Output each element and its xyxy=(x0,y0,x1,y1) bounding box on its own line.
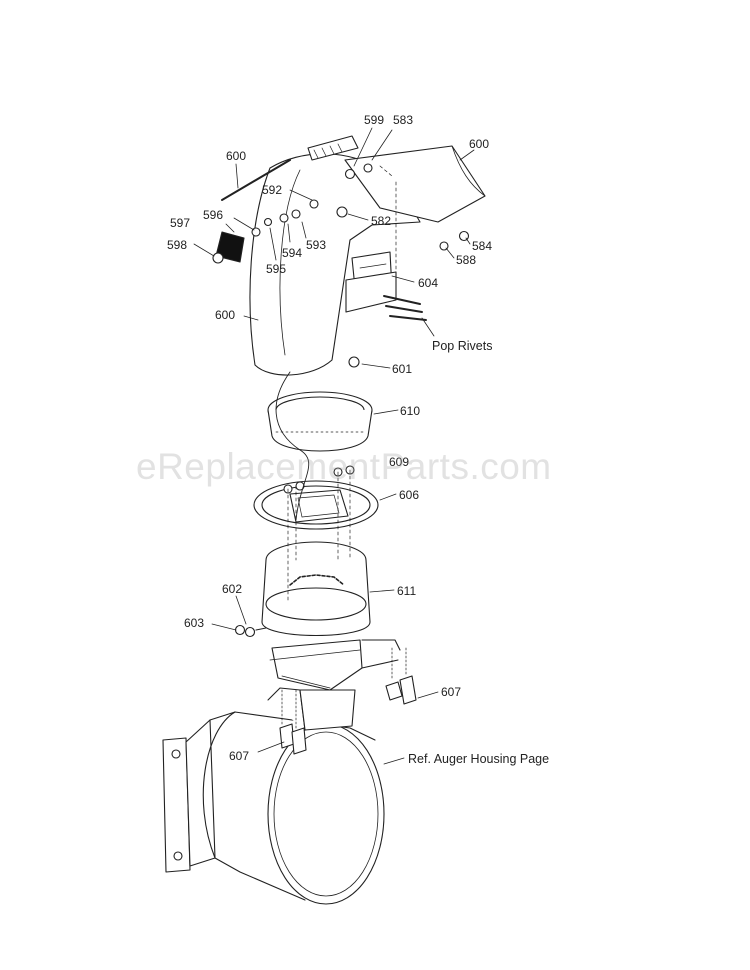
callout-596: 596 xyxy=(203,208,224,222)
callout-597: 597 xyxy=(170,216,191,230)
leader-lines xyxy=(193,127,475,765)
callout-610: 610 xyxy=(400,404,421,418)
hardware-drawing xyxy=(234,624,417,755)
callout-604: 604 xyxy=(418,276,439,290)
callout-584: 584 xyxy=(472,239,493,253)
callout-603: 603 xyxy=(184,616,205,630)
callout-583: 583 xyxy=(393,113,414,127)
callout-607-right: 607 xyxy=(441,685,462,699)
callout-600-top-left: 600 xyxy=(226,149,247,163)
callout-598: 598 xyxy=(167,238,188,252)
collar-ring-610-drawing xyxy=(267,391,373,452)
watermark: eReplacementParts.com xyxy=(136,446,552,487)
assembly-centerlines xyxy=(287,165,397,601)
chute-ring-611-drawing xyxy=(261,541,371,637)
callout-600-left: 600 xyxy=(215,308,236,322)
callout-607-left: 607 xyxy=(229,749,250,763)
callout-599: 599 xyxy=(364,113,385,127)
callout-592: 592 xyxy=(262,183,283,197)
lower-chute-drawing xyxy=(269,639,401,731)
callout-595: 595 xyxy=(266,262,287,276)
callout-594: 594 xyxy=(282,246,303,260)
callout-609: 609 xyxy=(389,455,410,469)
callout-pop-rivets: Pop Rivets xyxy=(432,339,493,353)
callout-600-top-right: 600 xyxy=(469,137,490,151)
callout-601: 601 xyxy=(392,362,413,376)
callout-582: 582 xyxy=(371,214,392,228)
callout-606: 606 xyxy=(399,488,420,502)
callout-602: 602 xyxy=(222,582,243,596)
upper-chute-deflector-drawing xyxy=(212,135,486,521)
callout-593: 593 xyxy=(306,238,327,252)
callout-611: 611 xyxy=(397,584,417,598)
callout-ref-auger-housing: Ref. Auger Housing Page xyxy=(408,752,550,766)
callout-588: 588 xyxy=(456,253,477,267)
mount-plate-606-drawing xyxy=(253,465,379,530)
